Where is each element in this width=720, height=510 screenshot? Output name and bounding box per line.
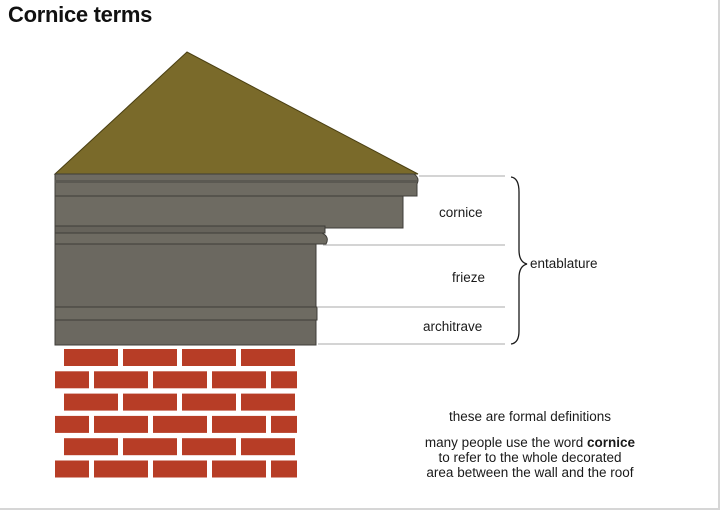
brick xyxy=(271,371,297,389)
note-cornice-word: cornice xyxy=(587,435,636,450)
label-cornice: cornice xyxy=(439,205,483,220)
entablature-brace xyxy=(510,176,528,345)
brick xyxy=(241,349,295,366)
guide-lines xyxy=(318,175,505,345)
brick xyxy=(153,415,207,433)
note-formal-definitions: these are formal definitions xyxy=(448,409,612,424)
brick xyxy=(153,460,207,478)
page-title: Cornice terms xyxy=(8,2,153,27)
brick xyxy=(94,415,148,433)
brick xyxy=(271,460,297,478)
note-line3-text: to refer to the whole decorated xyxy=(438,450,622,465)
brick xyxy=(123,393,177,411)
brick xyxy=(55,371,89,389)
brick xyxy=(64,393,118,411)
label-frieze: frieze xyxy=(452,270,486,285)
label-architrave: architrave xyxy=(423,319,483,334)
brick xyxy=(123,349,177,366)
brick xyxy=(94,460,148,478)
brick xyxy=(212,371,266,389)
brick xyxy=(182,393,236,411)
brick-wall xyxy=(55,347,297,481)
brick xyxy=(182,438,236,456)
brick xyxy=(64,349,118,366)
brick-wall-mortar xyxy=(55,347,297,481)
brick xyxy=(94,371,148,389)
brick xyxy=(241,393,295,411)
brick xyxy=(271,415,297,433)
note-line4-text: area between the wall and the roof xyxy=(426,465,634,480)
label-entablature: entablature xyxy=(530,256,598,271)
brick xyxy=(182,349,236,366)
brick xyxy=(55,415,89,433)
note-line2-text: many people use the word xyxy=(424,435,588,450)
cornice-moulding xyxy=(54,173,419,245)
brick xyxy=(64,438,118,456)
brick xyxy=(241,438,295,456)
brick xyxy=(212,415,266,433)
architrave-block xyxy=(54,306,318,346)
frieze-block xyxy=(54,243,317,308)
note-cornice-usage: many people use the word cornice to refe… xyxy=(395,435,665,480)
roof xyxy=(53,51,419,175)
brick xyxy=(212,460,266,478)
brick xyxy=(153,371,207,389)
brick xyxy=(55,460,89,478)
brick xyxy=(123,438,177,456)
